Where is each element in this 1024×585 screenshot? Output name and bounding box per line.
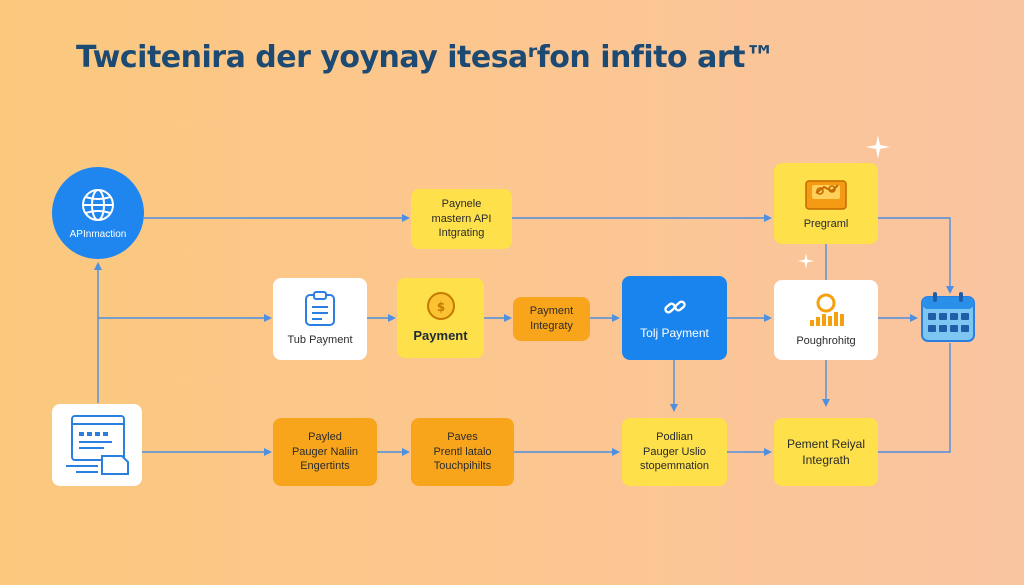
calendar-icon	[921, 292, 975, 342]
link-icon	[663, 300, 686, 314]
program-node[interactable]: Pregraml	[774, 163, 878, 244]
calendar-node[interactable]	[920, 291, 976, 343]
diagram-title: Twcitenira der yoynay itesaʳfon infito a…	[76, 40, 775, 75]
tolj-payment-label: Tolj Payment	[640, 325, 709, 340]
bar-chart-icon	[810, 293, 844, 326]
paves-prenthal-label: Paves Prentl latalo Touchpihilts	[433, 430, 492, 473]
clipboard-icon	[305, 290, 335, 326]
api-integration-label: APInmaction	[69, 228, 127, 240]
payment-coin-node[interactable]: $ Payment	[397, 278, 484, 358]
globe-icon	[82, 188, 114, 221]
payment-integraty-node[interactable]: Payment Integraty	[513, 297, 590, 341]
api-integration-node[interactable]: APInmaction	[52, 167, 144, 259]
pement-reiyal-label: Pement Reiyal Integrath	[786, 436, 866, 467]
payed-pauger-label: Payled Pauger Naliin Engertints	[291, 430, 359, 473]
payment-api-node[interactable]: Paynele mastern API Intgrating	[411, 189, 512, 249]
document-icon	[66, 415, 129, 475]
payed-pauger-node[interactable]: Payled Pauger Naliin Engertints	[273, 418, 377, 486]
poughrohitg-node[interactable]: Poughrohitg	[774, 280, 878, 360]
paves-prenthal-node[interactable]: Paves Prentl latalo Touchpihilts	[411, 418, 514, 486]
edge-program-to-calendar	[878, 217, 954, 294]
document-node[interactable]	[52, 404, 142, 486]
podian-pauger-label: Podlian Pauger Uslio stopemmation	[639, 430, 710, 473]
edge-pement-to-calendar	[878, 343, 951, 453]
coin-icon: $	[426, 292, 455, 321]
sparkle-icon	[866, 135, 890, 159]
podian-pauger-node[interactable]: Podlian Pauger Uslio stopemmation	[622, 418, 727, 486]
tub-payment-label: Tub Payment	[287, 333, 353, 346]
svg-text:$: $	[436, 300, 444, 314]
poughrohitg-label: Poughrohitg	[796, 334, 856, 347]
payment-api-label: Paynele mastern API Intgrating	[431, 197, 492, 240]
payment-integraty-label: Payment Integraty	[529, 305, 574, 332]
tolj-payment-node[interactable]: Tolj Payment	[622, 276, 727, 360]
payment-coin-label: Payment	[413, 328, 468, 344]
pement-reiyal-node[interactable]: Pement Reiyal Integrath	[774, 418, 878, 486]
tub-payment-node[interactable]: Tub Payment	[273, 278, 367, 360]
briefcase-icon	[805, 180, 847, 210]
sparkle-small-icon	[798, 253, 814, 269]
program-label: Pregraml	[803, 218, 849, 231]
